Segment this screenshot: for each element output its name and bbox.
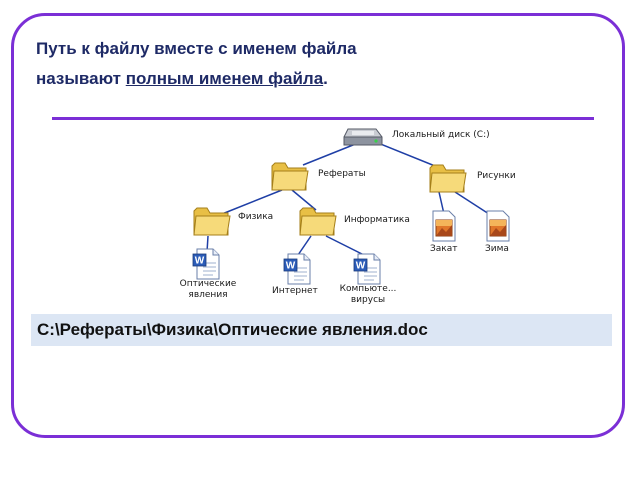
divider-line bbox=[52, 117, 594, 120]
image-file-icon-zima[interactable] bbox=[486, 210, 510, 242]
title-line-1: Путь к файлу вместе с именем файла bbox=[36, 39, 357, 58]
connector-referaty-fizika bbox=[221, 189, 283, 215]
folder-icon-risunki[interactable] bbox=[429, 164, 467, 193]
file-tree-diagram: W bbox=[192, 128, 510, 285]
image-file-icon-zakat[interactable] bbox=[432, 210, 456, 242]
connector-referaty-informatika bbox=[291, 189, 317, 211]
full-path-example: C:\Рефераты\Физика\Оптические явления.do… bbox=[31, 314, 612, 346]
connector-informatika-virusy bbox=[325, 235, 365, 256]
folder-icon-fizika[interactable] bbox=[193, 207, 231, 236]
word-document-icon-opticheskie[interactable] bbox=[192, 248, 220, 280]
root-label: Локальный диск (C:) bbox=[392, 130, 490, 140]
title-line-2-prefix: называют bbox=[36, 69, 126, 88]
folder-label-referaty: Рефераты bbox=[318, 169, 366, 179]
hard-drive-icon[interactable] bbox=[343, 128, 383, 146]
connector-root-referaty bbox=[302, 142, 359, 166]
file-label-zakat: Закат bbox=[430, 244, 458, 254]
title-term: полным именем файла bbox=[125, 69, 324, 88]
title-line-2: называют полным именем файла. bbox=[36, 64, 596, 94]
file-label-virusy-line-1: Компьюте... bbox=[339, 284, 397, 294]
folder-icon-referaty[interactable] bbox=[271, 162, 309, 191]
file-label-zima: Зима bbox=[485, 244, 509, 254]
file-label-virusy-line-2: вирусы bbox=[350, 295, 386, 305]
connector-risunki-zima bbox=[454, 191, 490, 215]
file-label-internet: Интернет bbox=[272, 286, 318, 296]
folder-label-fizika: Физика bbox=[238, 212, 274, 222]
file-label-opticheskie-line-2: явления bbox=[188, 290, 228, 300]
tree-connectors bbox=[206, 142, 490, 256]
connector-root-risunki bbox=[377, 142, 441, 169]
folder-label-risunki: Рисунки bbox=[477, 171, 516, 181]
file-label-virusy: Компьюте... вирусы bbox=[330, 284, 406, 306]
folder-label-informatika: Информатика bbox=[344, 215, 410, 225]
file-label-opticheskie: Оптические явления bbox=[168, 279, 248, 301]
word-document-icon-virusy[interactable] bbox=[353, 253, 381, 285]
word-document-icon-internet[interactable] bbox=[283, 253, 311, 285]
folder-icon-informatika[interactable] bbox=[299, 207, 337, 236]
file-label-opticheskie-line-1: Оптические bbox=[179, 279, 237, 289]
connector-risunki-zakat bbox=[438, 191, 445, 215]
slide-title: Путь к файлу вместе с именем файла назыв… bbox=[36, 34, 596, 94]
title-line-2-suffix: . bbox=[323, 69, 328, 88]
connector-informatika-internet bbox=[297, 235, 312, 256]
